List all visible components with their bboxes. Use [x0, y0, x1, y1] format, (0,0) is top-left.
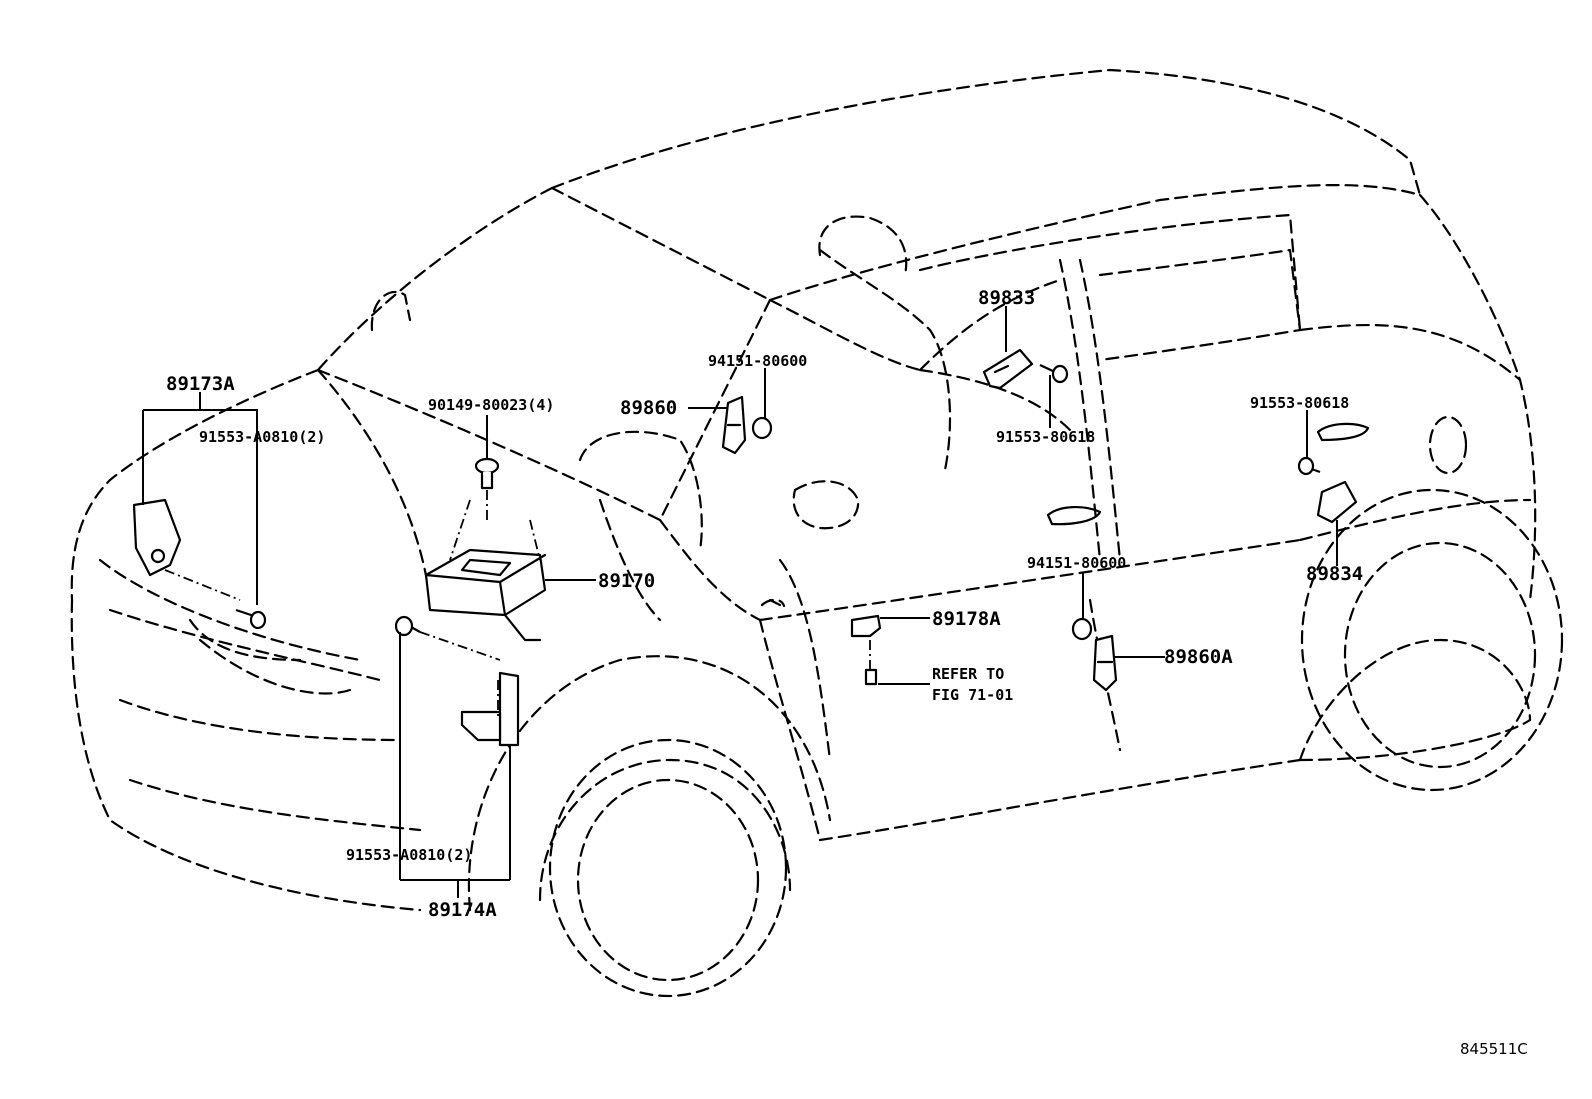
vehicle-outline [70, 68, 1564, 998]
bolt-91553-A0810-front [235, 608, 267, 630]
part-89170-airbag-ecu [424, 499, 547, 642]
clip-90149-80023 [474, 457, 500, 520]
label-91553-A0810-top: 91553-A0810(2) [199, 428, 325, 446]
bolt-91553-A0810-ecu [394, 615, 501, 661]
label-fig-71-01: FIG 71-01 [932, 686, 1013, 704]
label-90149-80023: 90149-80023(4) [428, 396, 554, 414]
label-94151-80600-top: 94151-80600 [708, 352, 807, 370]
part-89833-sensor [982, 348, 1034, 390]
part-89860-sensor [721, 395, 747, 455]
part-89834-sensor [1316, 480, 1358, 524]
bolt-91553-80618-right [1297, 456, 1321, 476]
label-91553-80618-mid: 91553-80618 [996, 428, 1095, 446]
part-89173A-bracket [132, 498, 241, 601]
label-89833: 89833 [978, 287, 1035, 309]
nut-94151-80600-lower [1071, 617, 1093, 641]
part-labels: 89173A 91553-A0810(2) 90149-80023(4) 941… [166, 287, 1528, 1058]
nut-94151-80600-top [751, 416, 773, 440]
label-89174A: 89174A [428, 899, 497, 921]
label-94151-80600-lower: 94151-80600 [1027, 554, 1126, 572]
part-89860A-sensor [1092, 634, 1118, 692]
label-89173A: 89173A [166, 373, 235, 395]
label-89170: 89170 [598, 570, 655, 592]
part-89178A-sensor [850, 614, 882, 686]
label-89834: 89834 [1306, 563, 1363, 585]
label-89860A: 89860A [1164, 646, 1233, 668]
part-89174A-bracket [460, 671, 520, 747]
label-91553-A0810-bottom: 91553-A0810(2) [346, 846, 472, 864]
label-89178A: 89178A [932, 608, 1001, 630]
label-89860: 89860 [620, 397, 677, 419]
leader-lines [142, 306, 1338, 898]
figure-code: 845511C [1460, 1040, 1528, 1058]
bolt-91553-80618-mid [1039, 364, 1069, 384]
label-refer-to: REFER TO [932, 665, 1004, 683]
label-91553-80618-right: 91553-80618 [1250, 394, 1349, 412]
